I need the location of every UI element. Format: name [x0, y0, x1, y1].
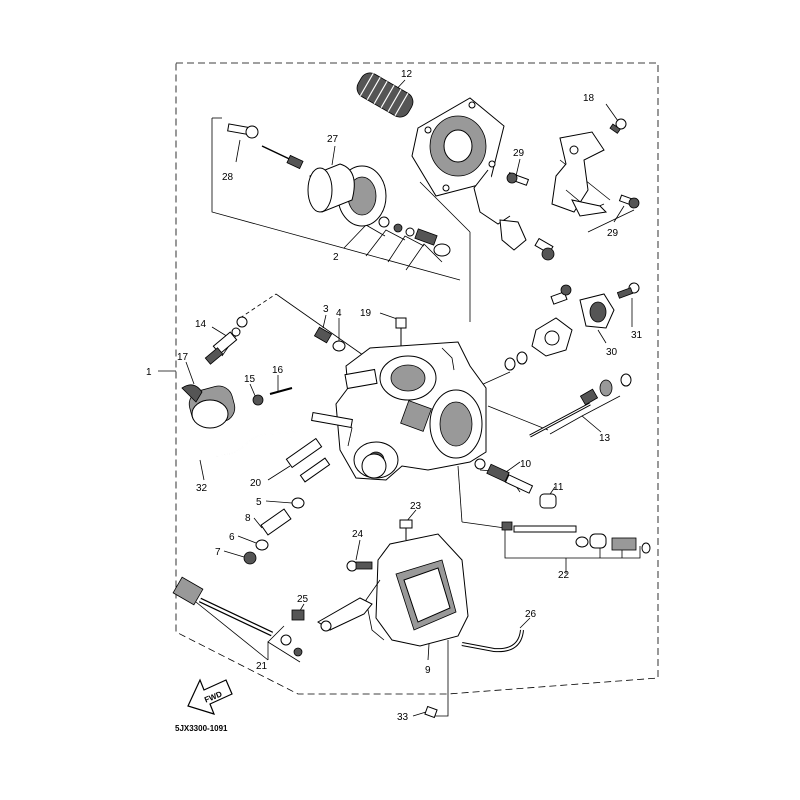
callout-30: 30	[606, 347, 618, 358]
callout-9: 9	[425, 665, 431, 676]
screw-part-15	[252, 394, 264, 406]
carburetor-body	[335, 341, 487, 481]
callout-11: 11	[553, 482, 564, 493]
callout-1: 1	[146, 367, 152, 378]
callout-33: 33	[397, 712, 409, 723]
mount-bracket	[473, 169, 555, 261]
fwd-arrow: FWD	[187, 678, 233, 715]
washer-part-4	[332, 340, 346, 352]
callout-32: 32	[196, 483, 208, 494]
starter-cap-part-17	[181, 384, 236, 429]
screw-part-3	[313, 326, 333, 344]
small-parts-2	[378, 216, 451, 257]
callout-29b: 29	[607, 228, 619, 239]
callout-4: 4	[336, 308, 342, 319]
oring-part-6	[255, 539, 269, 551]
callout-31: 31	[631, 330, 643, 341]
callout-20: 20	[250, 478, 262, 489]
screw-part-18	[609, 118, 627, 134]
diaphragm-cover	[411, 97, 505, 197]
callout-21: 21	[256, 661, 268, 672]
screw-part-24	[346, 560, 373, 572]
float-chamber-part-9	[365, 533, 469, 647]
plug-part-7	[243, 551, 257, 565]
callout-8: 8	[245, 513, 251, 524]
screw-part-10	[474, 458, 534, 494]
callout-28: 28	[222, 172, 234, 183]
shaft-part-13	[529, 373, 632, 438]
clip-part-33	[424, 705, 438, 719]
callout-18: 18	[583, 93, 595, 104]
callout-10: 10	[520, 459, 532, 470]
washer-part-5	[291, 497, 305, 509]
callout-7: 7	[215, 547, 221, 558]
callout-22: 22	[558, 570, 570, 581]
link-arm	[317, 597, 373, 632]
screw-part-29a	[506, 172, 530, 186]
callout-14: 14	[195, 319, 207, 330]
callout-16: 16	[272, 365, 284, 376]
jet-part-8	[260, 508, 292, 536]
spring-part-12	[356, 72, 414, 118]
callout-15: 15	[244, 374, 256, 385]
callout-2: 2	[333, 252, 339, 263]
callout-26: 26	[525, 609, 537, 620]
jet-needle	[261, 145, 304, 170]
piston-valve-part-27	[307, 163, 387, 227]
throttle-linkage	[311, 412, 387, 479]
pilot-screw-part-22	[501, 521, 651, 554]
screw-part-31	[616, 282, 640, 299]
diagram-code: 5JX3300-1091	[175, 724, 228, 733]
cap-part-11	[539, 493, 557, 509]
callout-19: 19	[360, 308, 372, 319]
hose-part-32	[184, 431, 299, 457]
pin-part-16	[269, 387, 293, 395]
sensor-plate	[531, 317, 573, 357]
plunger-part-14	[204, 316, 248, 365]
sensor-orings	[504, 351, 528, 371]
sensor-part-30	[550, 284, 615, 329]
throttle-shaft-part-21	[172, 576, 303, 657]
screw-part-25	[291, 609, 305, 621]
parts	[172, 72, 651, 719]
callout-3: 3	[323, 304, 329, 315]
screw-part-29b	[618, 194, 640, 209]
callout-27: 27	[327, 134, 339, 145]
screw-part-23	[399, 519, 413, 540]
drain-hose-part-26	[461, 629, 524, 653]
callout-29a: 29	[513, 148, 525, 159]
cable-bracket	[551, 131, 608, 217]
callout-24: 24	[352, 529, 364, 540]
callout-5: 5	[256, 497, 262, 508]
callout-23: 23	[410, 501, 422, 512]
callout-13: 13	[599, 433, 611, 444]
callout-17: 17	[177, 352, 189, 363]
callout-12: 12	[401, 69, 413, 80]
screw-part-28	[227, 123, 259, 139]
callout-6: 6	[229, 532, 235, 543]
callout-25: 25	[297, 594, 309, 605]
callout-labels: 1 2 3 4 5 6 7 8 9 10 11 12 13 14 15 16 1…	[146, 69, 643, 723]
jet-holder-part-20	[285, 437, 331, 483]
